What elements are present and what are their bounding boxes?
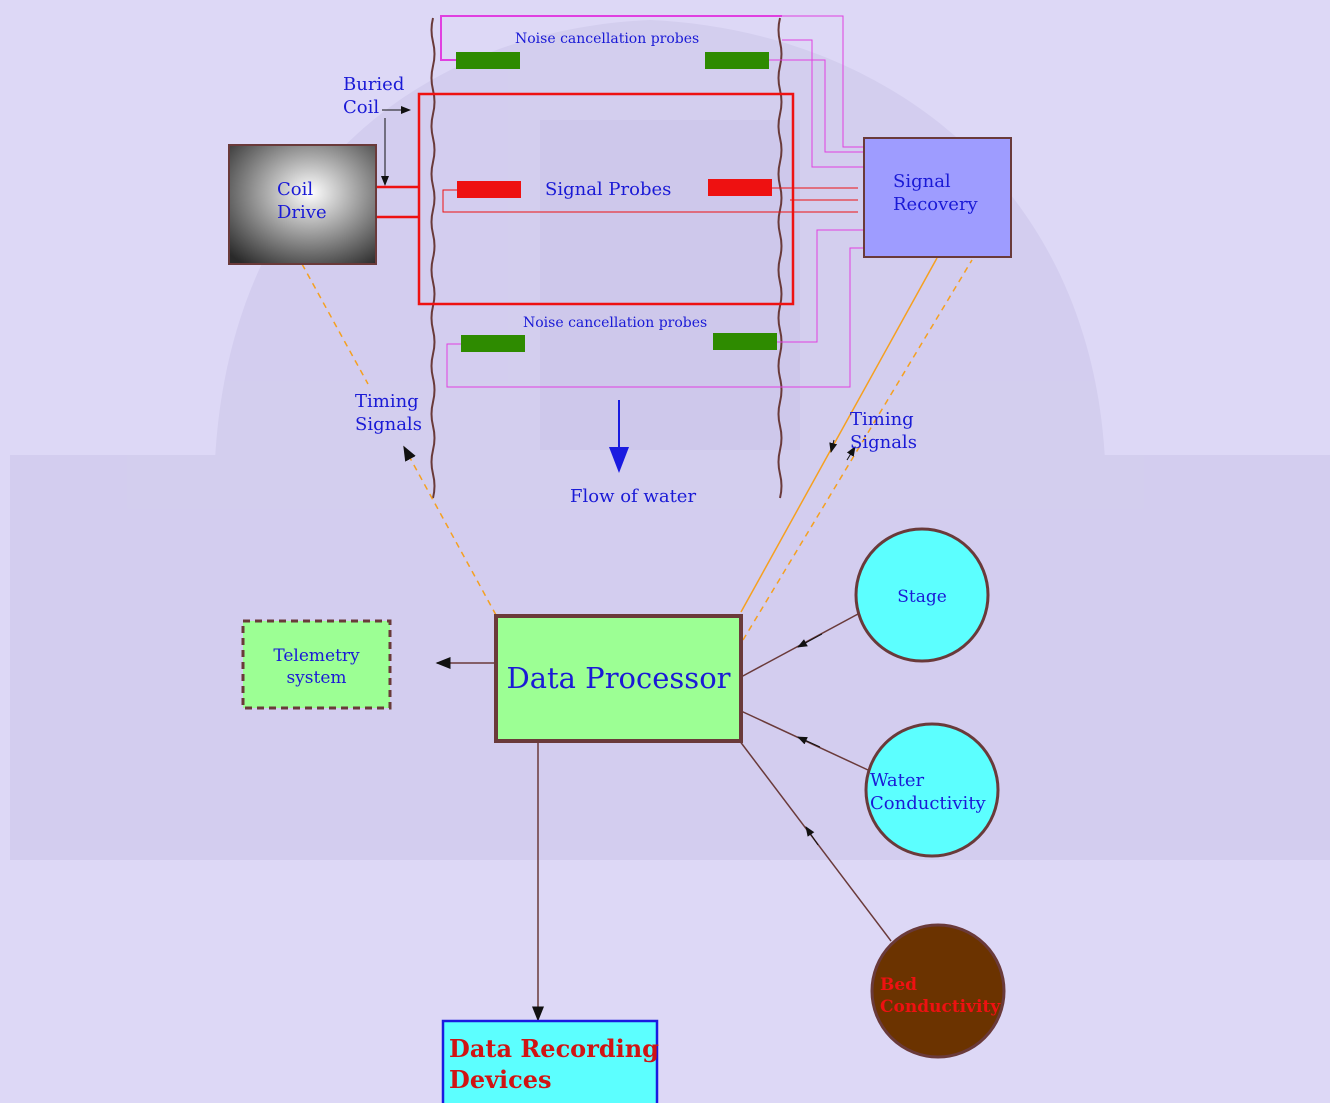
- background-photo: [10, 20, 1330, 860]
- stage-circle: [854, 527, 990, 663]
- noise-probes-top-label: Noise cancellation probes: [515, 31, 700, 47]
- signal-recovery-line2: Recovery: [893, 194, 978, 216]
- signal-probes-label: Signal Probes: [545, 179, 672, 200]
- timing-signals-right-label: Timing Signals: [850, 408, 917, 455]
- data-recording-label: Data Recording Devices: [449, 1033, 659, 1095]
- timing-right-line2: Signals: [850, 432, 917, 454]
- bed-conductivity-label: Bed Conductivity: [880, 974, 1000, 1018]
- data-processor-box: [494, 614, 743, 743]
- telemetry-box: [241, 619, 392, 710]
- timing-line-left-2: [403, 445, 497, 616]
- channel-wall-right: [777, 17, 783, 499]
- flow-arrow-head: [609, 447, 629, 473]
- timing-arrow-right-2: [846, 446, 856, 461]
- timing-left-line1: Timing: [355, 391, 419, 412]
- timing-line-left-1: [301, 263, 369, 385]
- channel-wall-left: [430, 17, 436, 499]
- buried-coil-label: Buried Coil: [343, 73, 404, 120]
- telemetry-label: Telemetry system: [243, 645, 390, 689]
- signal-wire-2: [442, 189, 858, 213]
- timing-arrow-right-1: [829, 439, 838, 453]
- buried-coil: [417, 92, 795, 306]
- timing-left-line2: Signals: [355, 414, 422, 436]
- noise-wire-top-1: [782, 15, 864, 148]
- noise-wire-bottom: [777, 229, 864, 343]
- signal-recovery-label: Signal Recovery: [893, 170, 978, 217]
- buried-coil-label-line2: Coil: [343, 97, 380, 119]
- telemetry-line2: system: [286, 668, 347, 689]
- data-recording-box: [441, 1019, 659, 1103]
- coil-drive-line2: Drive: [277, 202, 327, 224]
- noise-probe-top-left: [456, 52, 520, 69]
- noise-probe-bottom-left: [461, 335, 525, 352]
- data-recording-line2: Devices: [449, 1065, 552, 1095]
- water-conductivity-label: Water Conductivity: [870, 769, 986, 816]
- noise-probes-bottom-label: Noise cancellation probes: [523, 315, 708, 331]
- water-link-arrow: [797, 736, 821, 748]
- bed-conductivity-circle: [870, 923, 1006, 1059]
- stage-link-arrow: [797, 633, 823, 648]
- stage-label: Stage: [897, 587, 947, 607]
- data-processor-label: Data Processor: [506, 661, 731, 695]
- flow-of-water-label: Flow of water: [570, 486, 697, 507]
- data-recording-line1: Data Recording: [449, 1034, 659, 1063]
- coil-drive-box: [228, 144, 377, 265]
- noise-wire-top-3: [782, 39, 864, 168]
- timing-line-right-dashed: [742, 259, 973, 641]
- noise-wire-top-2: [769, 59, 864, 153]
- timing-line-right-solid: [740, 257, 938, 613]
- coil-drive-label: Coil Drive: [277, 178, 327, 225]
- signal-recovery-box: [863, 137, 1012, 258]
- noise-probe-bottom-right: [713, 333, 777, 350]
- bed-cond-line2: Conductivity: [880, 997, 1001, 1018]
- noise-loop-top: [440, 15, 782, 61]
- signal-recovery-line1: Signal: [893, 171, 951, 192]
- coil-drive-line1: Coil: [277, 179, 314, 200]
- timing-signals-left-label: Timing Signals: [355, 390, 422, 437]
- bed-link-arrow: [805, 826, 819, 846]
- bed-cond-line1: Bed: [880, 975, 918, 995]
- timing-right-line1: Timing: [850, 409, 914, 430]
- water-cond-line1: Water: [870, 770, 925, 791]
- noise-probe-top-right: [705, 52, 769, 69]
- signal-probe-left: [457, 181, 521, 198]
- water-cond-line2: Conductivity: [870, 793, 986, 815]
- noise-loop-bottom: [446, 247, 864, 388]
- telemetry-line1: Telemetry: [273, 646, 360, 666]
- water-conductivity-circle: [864, 722, 1000, 858]
- buried-coil-label-line1: Buried: [343, 74, 405, 95]
- signal-probe-right: [708, 179, 772, 196]
